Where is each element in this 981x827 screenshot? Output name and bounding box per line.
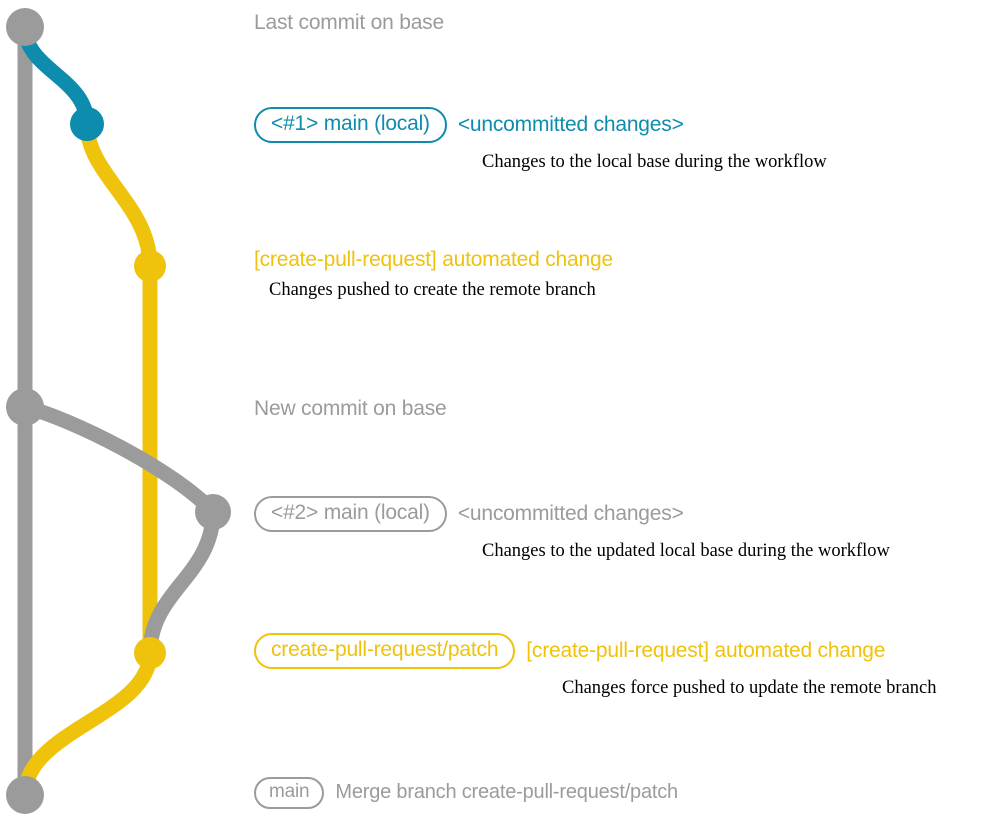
commit-description-patch-2: Changes force pushed to update the remot… bbox=[562, 678, 937, 699]
commit-node-local-2[interactable] bbox=[195, 494, 231, 530]
commit-description-local-1: Changes to the local base during the wor… bbox=[482, 152, 827, 173]
commit-row-local-1: <#1> main (local) <uncommitted changes> … bbox=[254, 107, 827, 173]
commit-node-local-1[interactable] bbox=[70, 107, 104, 141]
branch-badge-main-local-1[interactable]: <#1> main (local) bbox=[254, 107, 447, 144]
commit-message-local-2: <uncommitted changes> bbox=[457, 502, 684, 525]
edge-local-1-to-patch-1 bbox=[79, 116, 158, 274]
commit-row-patch-2: create-pull-request/patch [create-pull-r… bbox=[254, 633, 937, 699]
commit-message-patch-2: [create-pull-request] automated change bbox=[526, 639, 886, 662]
commit-message-local-1: <uncommitted changes> bbox=[457, 113, 684, 136]
branch-badge-create-pull-request-patch[interactable]: create-pull-request/patch bbox=[254, 633, 516, 670]
edge-base-to-local-2 bbox=[17, 399, 221, 520]
commit-description-local-2: Changes to the updated local base during… bbox=[482, 541, 890, 562]
commit-description-patch-1: Changes pushed to create the remote bran… bbox=[269, 280, 596, 301]
commit-row-last-commit: Last commit on base bbox=[254, 11, 444, 34]
edge-local-2-to-patch-2 bbox=[142, 504, 221, 661]
commit-message-new-commit: New commit on base bbox=[254, 397, 447, 420]
commit-message-last-commit: Last commit on base bbox=[254, 11, 444, 34]
commit-row-patch-1: [create-pull-request] automated change C… bbox=[254, 248, 613, 301]
commit-row-local-2: <#2> main (local) <uncommitted changes> … bbox=[254, 496, 890, 562]
commit-node-patch-2[interactable] bbox=[134, 637, 166, 669]
branch-badge-main[interactable]: main bbox=[254, 777, 325, 809]
commit-node-merge[interactable] bbox=[6, 776, 44, 814]
branch-badge-main-local-2[interactable]: <#2> main (local) bbox=[254, 496, 447, 533]
commit-node-patch-1[interactable] bbox=[134, 250, 166, 282]
edge-patch-2-to-merge bbox=[17, 645, 158, 803]
commit-message-merge: Merge branch create-pull-request/patch bbox=[335, 781, 678, 804]
commit-row-new-commit: New commit on base bbox=[254, 397, 447, 420]
commit-node-new-commit-on-base[interactable] bbox=[6, 388, 44, 426]
commit-node-last-commit-on-base[interactable] bbox=[6, 8, 44, 46]
commit-row-merge: main Merge branch create-pull-request/pa… bbox=[254, 777, 678, 809]
commit-message-patch-1: [create-pull-request] automated change bbox=[254, 248, 613, 271]
